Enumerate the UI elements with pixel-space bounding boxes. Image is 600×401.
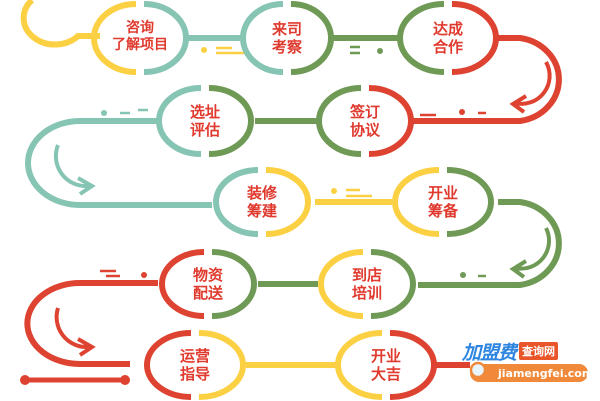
node-n2-ring	[240, 1, 334, 75]
arrow-red	[509, 61, 552, 114]
loop-teal-left	[25, 118, 212, 208]
node-grand-opening: 开业 大吉	[370, 347, 401, 383]
node-n8-ring	[318, 249, 416, 319]
loop-red-right	[412, 35, 562, 124]
node-n9-ring	[159, 249, 257, 319]
node-n1-ring	[91, 1, 189, 75]
node-operation-guide: 运营 指导	[179, 347, 210, 383]
node-n3-ring	[397, 1, 499, 75]
loop-green-right	[418, 199, 562, 288]
node-n4-ring	[316, 85, 414, 157]
arrow-red-left	[54, 307, 96, 357]
watermark-brand: 加盟费	[462, 341, 517, 364]
node-n10-ring	[144, 330, 246, 400]
node-agreement: 达成 合作	[432, 20, 463, 56]
node-training: 到店 培训	[351, 266, 382, 302]
magnifier-icon	[469, 361, 490, 382]
start-arc	[20, 0, 100, 48]
arrow-green	[509, 227, 552, 279]
node-delivery: 物资 配送	[192, 266, 223, 302]
node-decoration: 装修 筹建	[246, 184, 277, 220]
node-n6-ring	[213, 167, 311, 237]
node-n11-ring	[335, 330, 437, 400]
watermark-tag: 查询网	[519, 342, 559, 360]
node-consult: 咨询 了解项目	[112, 20, 168, 53]
watermark-logo: 加盟费 查询网 jiamengfei.com	[462, 340, 594, 388]
watermark-url: jiamengfei.com	[498, 366, 594, 380]
node-site-selection: 选址 评估	[189, 103, 220, 139]
node-n5-ring	[156, 85, 254, 157]
node-n7-ring	[392, 167, 494, 237]
arrow-teal	[53, 144, 96, 196]
node-opening-prep: 开业 筹备	[427, 184, 458, 220]
node-visit: 来司 考察	[271, 20, 302, 56]
node-sign-contract: 签订 协议	[349, 103, 380, 139]
loop-red-left	[24, 280, 158, 367]
